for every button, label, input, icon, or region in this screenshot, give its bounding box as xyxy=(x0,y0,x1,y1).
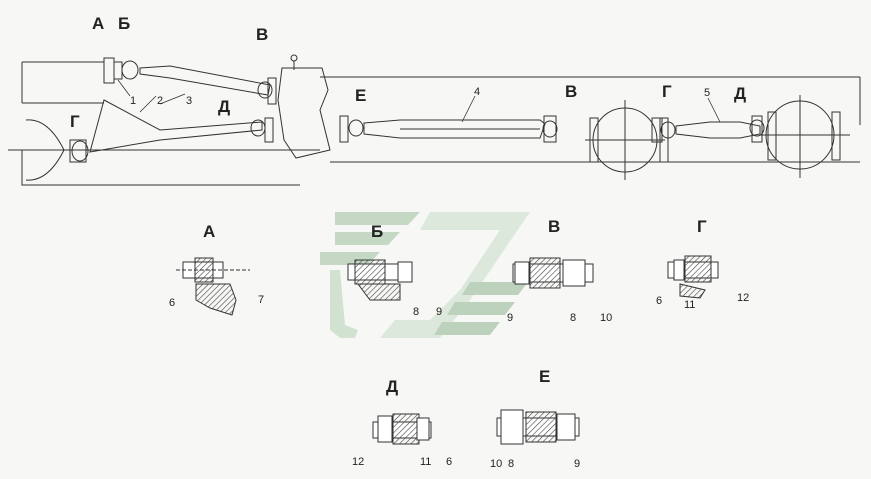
detail-g-number-12: 12 xyxy=(737,292,750,304)
detail-b-number-8: 8 xyxy=(413,306,420,318)
detail-g-number-6: 6 xyxy=(656,295,663,307)
detail-title-a: А xyxy=(203,222,216,241)
detail-b-number-9: 9 xyxy=(436,306,443,318)
part-number-4: 4 xyxy=(474,86,481,98)
frame-outline xyxy=(8,61,861,186)
watermark-logo xyxy=(320,212,530,338)
view-letter-v: В xyxy=(256,25,269,44)
detail-title-v: В xyxy=(548,217,561,236)
detail-a-drawing xyxy=(176,257,250,316)
detail-v-drawing xyxy=(512,257,594,289)
detail-title-b: Б xyxy=(371,222,384,241)
detail-e-number-8: 8 xyxy=(508,458,515,470)
detail-e-number-9: 9 xyxy=(574,458,581,470)
detail-a-number-7: 7 xyxy=(258,294,265,306)
view-letter-d-left: Д xyxy=(218,97,231,116)
leader-lines xyxy=(117,79,721,123)
view-letter-d-right: Д xyxy=(734,84,747,103)
detail-e-number-10: 10 xyxy=(490,458,503,470)
detail-b-drawing xyxy=(347,259,413,301)
detail-v-number-10: 10 xyxy=(600,312,613,324)
detail-g-drawing xyxy=(667,255,719,299)
detail-e-drawing xyxy=(496,409,580,445)
detail-d-drawing xyxy=(372,413,432,445)
view-letter-b: Б xyxy=(118,14,131,33)
detail-title-e: Е xyxy=(539,367,551,386)
detail-d-number-12: 12 xyxy=(352,456,365,468)
detail-title-g: Г xyxy=(697,217,707,236)
view-letter-v-right: В xyxy=(565,82,578,101)
detail-title-d: Д xyxy=(386,377,399,396)
view-letter-e: Е xyxy=(355,86,367,105)
view-letter-g-left: Г xyxy=(70,112,80,131)
view-letter-a: А xyxy=(92,14,105,33)
detail-g-number-11: 11 xyxy=(684,299,696,311)
detail-a-number-6: 6 xyxy=(169,297,176,309)
detail-v-number-9: 9 xyxy=(507,312,514,324)
detail-d-number-11: 11 xyxy=(420,456,432,468)
view-letter-g-right: Г xyxy=(662,82,672,101)
detail-d-number-6: 6 xyxy=(446,456,453,468)
part-number-1: 1 xyxy=(130,95,137,107)
detail-v-number-8: 8 xyxy=(570,312,577,324)
part-number-3: 3 xyxy=(186,95,193,107)
part-number-2: 2 xyxy=(157,95,164,107)
part-number-5: 5 xyxy=(704,87,711,99)
cardan-shafts xyxy=(69,54,850,180)
